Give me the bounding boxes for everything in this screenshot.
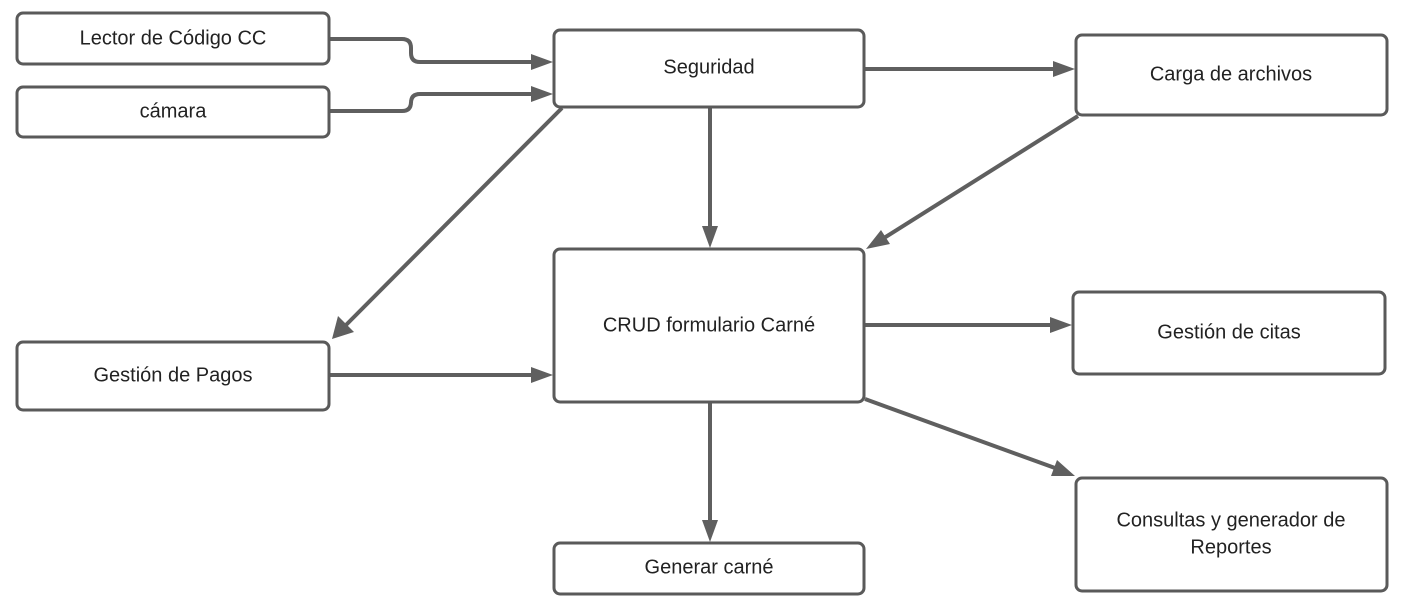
edge-crud-to-consultas [864,397,1056,470]
edge-seguridad-to-pagos [343,106,564,328]
node-crud-formulario: CRUD formulario Carné [552,247,866,404]
node-camara: cámara [15,85,331,139]
node-label: Lector de Código CC [80,27,267,49]
node-generar-carne: Generar carné [552,541,866,596]
node-gestion-citas: Gestión de citas [1071,290,1387,376]
node-label: cámara [140,100,208,122]
edge-camara-to-seguridad [330,92,532,113]
node-consultas-reportes: Consultas y generador de Reportes [1074,476,1389,593]
arrowhead [1053,61,1075,77]
node-seguridad: Seguridad [552,28,866,109]
node-lector-codigo: Lector de Código CC [15,11,331,66]
node-label: Gestión de citas [1157,321,1300,343]
node-label-line-2: Reportes [1190,536,1271,558]
arrowhead [531,54,553,70]
node-gestion-pagos: Gestión de Pagos [15,340,331,412]
node-label: Carga de archivos [1150,63,1312,85]
arrowhead [866,230,890,249]
edge-carga-to-crud [882,114,1080,240]
node-label: Generar carné [645,556,774,578]
arrowhead [702,226,718,248]
node-label: Gestión de Pagos [94,364,253,386]
arrowhead [1051,460,1075,476]
node-label: CRUD formulario Carné [603,314,815,336]
arrowhead [702,520,718,542]
edge-lector-to-seguridad [330,37,532,64]
node-carga-archivos: Carga de archivos [1074,33,1389,117]
node-label-line-1: Consultas y generador de [1116,509,1345,531]
arrowhead [1050,317,1072,333]
arrowhead [531,86,553,102]
node-label: Seguridad [663,56,754,78]
arrowhead [332,316,354,339]
arrowhead [531,367,553,383]
edges [330,37,1080,542]
